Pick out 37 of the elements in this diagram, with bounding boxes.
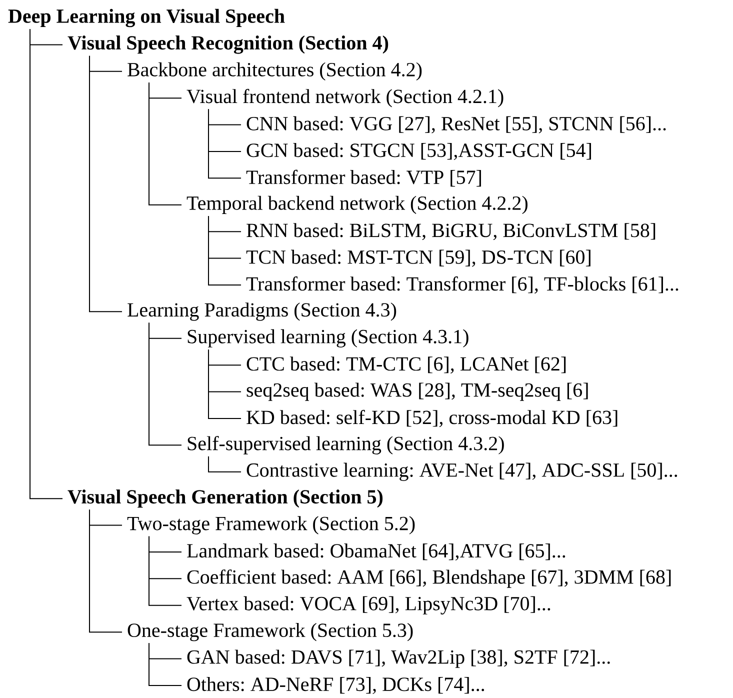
leaf-label: CNN based: VGG [27], ResNet [55], STCNN [56]...: [246, 116, 666, 134]
branch-label: Visual Speech Generation (Section 5): [68, 490, 383, 508]
tree-connector: [208, 456, 242, 472]
branch-label: Backbone architectures (Section 4.2): [128, 62, 422, 80]
branch-label: Vertex based: VOCA [69], LipsyNc3D [70]...: [186, 596, 550, 614]
branch-label: Self-supervised learning (Section 4.3.2): [188, 436, 504, 454]
branch-label: Others: AD-NeRF [73], DCKs [74]...: [187, 677, 484, 694]
leaf-label: Transformer based: VTP [57]: [246, 170, 481, 187]
leaf-label: TCN based: MST-TCN [59], DS-TCN [60]: [246, 250, 590, 267]
leaf-label: Transformer based: Transformer [6], TF-blocks [61]...: [246, 276, 678, 294]
leaf-label: CTC based: TM-CTC [6], LCANet [62]: [246, 356, 566, 374]
tree-connector: [148, 322, 182, 446]
tree-connector: [148, 82, 182, 206]
leaf-label: Contrastive learning: AVE-Net [47], ADC-SSL [50]...: [246, 462, 678, 481]
tree-connector: [208, 348, 242, 419]
branch-label: GAN based: DAVS [71], Wav2Lip [38], S2TF [72]...: [187, 650, 610, 668]
leaf-label: GCN based: STGCN [53],ASST-GCN [54]: [246, 143, 591, 160]
branch-label: Two-stage Framework (Section 5.2): [127, 516, 415, 534]
tree-connector: [208, 108, 242, 179]
tree-root-label: Deep Learning on Visual Speech: [8, 8, 285, 28]
leaf-label: seq2seq based: WAS [28], TM-seq2seq [6]: [246, 382, 588, 401]
branch-label: Learning Paradigms (Section 4.3): [128, 302, 396, 321]
branch-label: One-stage Framework (Section 5.3): [128, 622, 413, 642]
branch-label: Supervised learning (Section 4.3.1): [188, 329, 468, 348]
leaf-label: RNN based: BiLSTM, BiGRU, BiConvLSTM [58]: [246, 223, 656, 240]
tree-connector: [208, 215, 242, 286]
branch-label: Coefficient based: AAM [66], Blendshape [67], 3DMM [68]: [187, 570, 671, 588]
leaf-label: KD based: self-KD [52], cross-modal KD [63]: [246, 410, 618, 428]
branch-label: Temporal backend network (Section 4.2.2): [186, 196, 528, 214]
tree-connector: [148, 536, 182, 606]
tree-connector: [89, 509, 122, 633]
branch-label: Landmark based: ObamaNet [64],ATVG [65]...: [187, 544, 566, 560]
tree-connector: [30, 28, 63, 500]
tree-connector: [148, 642, 182, 686]
branch-label: Visual Speech Recognition (Section 4): [68, 36, 388, 54]
branch-label: Visual frontend network (Section 4.2.1): [186, 88, 504, 108]
tree-connector: [89, 55, 122, 312]
